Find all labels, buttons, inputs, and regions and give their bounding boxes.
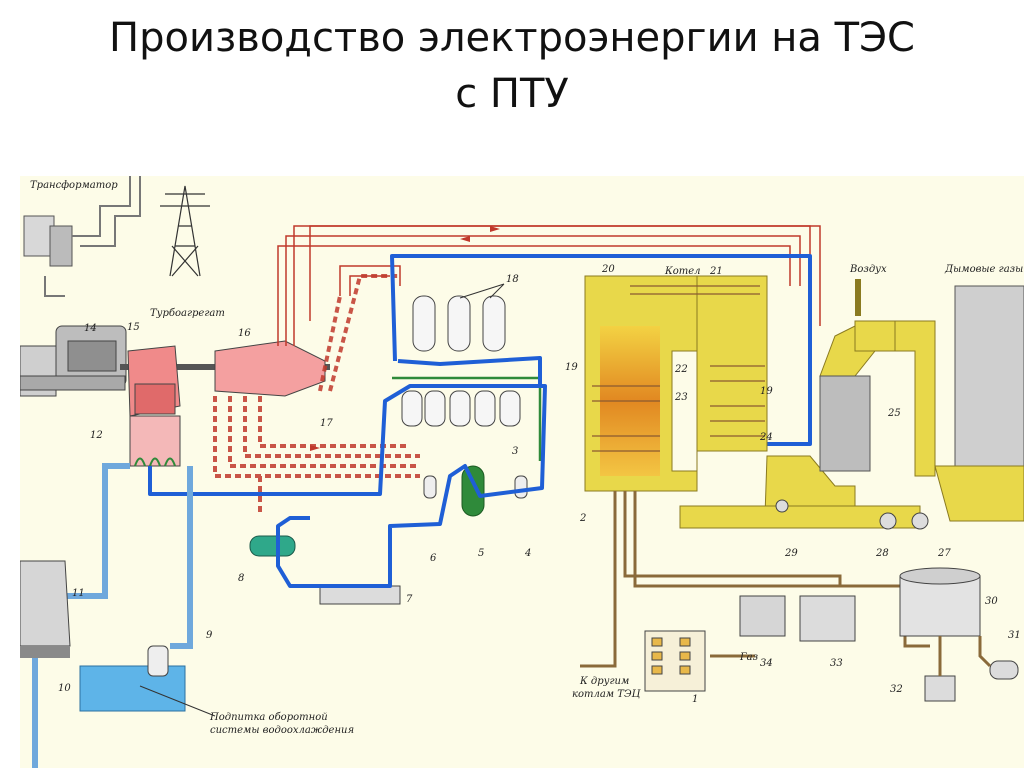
tpp-schematic: Трансформатор 14 Турбоагрегат 15 16 12 <box>20 176 1024 768</box>
label-5: 5 <box>478 548 484 559</box>
label-15: 15 <box>127 322 140 333</box>
fuel-pump-31 <box>989 660 1019 680</box>
label-29: 29 <box>784 548 798 559</box>
fuel-tank-30 <box>899 567 981 637</box>
other-boilers-label-2: котлам ТЭЦ <box>572 689 642 700</box>
fuel-pump-32 <box>924 675 956 702</box>
transformer-group: Трансформатор <box>23 176 141 267</box>
flue-gases-label: Дымовые газы <box>944 264 1023 275</box>
label-33: 33 <box>830 658 843 669</box>
lp-turbine <box>214 340 326 397</box>
label-27: 27 <box>937 548 951 559</box>
label-21: 21 <box>709 266 723 277</box>
transformer-core <box>49 225 73 267</box>
smoke-exhauster <box>911 512 929 530</box>
label-16: 16 <box>238 328 251 339</box>
pump-4 <box>514 475 528 499</box>
label-7: 7 <box>406 594 413 605</box>
label-25: 25 <box>887 408 901 419</box>
flow-arrows-red <box>310 226 500 451</box>
fuel-tank-33 <box>799 595 856 642</box>
label-17: 17 <box>320 418 333 429</box>
makeup-label-2: системы водоохлаждения <box>210 725 354 736</box>
cooling-basin <box>79 665 186 712</box>
boiler-inner <box>671 350 698 472</box>
pump-6 <box>423 475 437 499</box>
label-19b: 19 <box>760 386 773 397</box>
deaerator <box>461 465 485 517</box>
label-24: 24 <box>759 432 773 443</box>
transformer-body <box>23 215 55 257</box>
label-11: 11 <box>72 588 85 599</box>
fan-28 <box>879 512 897 530</box>
label-12: 12 <box>90 430 103 441</box>
hp-heaters <box>412 295 506 352</box>
label-32: 32 <box>890 684 903 695</box>
label-4: 4 <box>524 548 531 559</box>
label-1: 1 <box>692 694 698 705</box>
title-line-2: с ПТУ <box>455 71 569 117</box>
gas-ducts <box>679 320 936 529</box>
label-22: 22 <box>674 364 688 375</box>
slide-title: Производство электроэнергии на ТЭС с ПТУ <box>0 10 1024 122</box>
label-28: 28 <box>875 548 889 559</box>
label-34: 34 <box>760 658 773 669</box>
steam-lines-dashed <box>213 274 420 516</box>
title-line-1: Производство электроэнергии на ТЭС <box>109 15 915 61</box>
generator-outlet <box>44 276 65 297</box>
circulation-pump <box>147 645 169 677</box>
label-3a: 3 <box>512 446 518 457</box>
power-pylon <box>160 185 210 277</box>
cooling-tower <box>20 560 71 658</box>
convective-shaft <box>696 275 768 452</box>
feed-water-line <box>148 254 812 588</box>
gas-label: Газ <box>739 652 758 663</box>
turbine-unit-label: Турбоагрегат <box>150 308 225 319</box>
makeup-label-1: Подпитка оборотной <box>209 712 328 723</box>
label-8: 8 <box>238 573 244 584</box>
boiler <box>584 275 768 492</box>
turbine <box>127 340 326 417</box>
label-19a: 19 <box>565 362 578 373</box>
lp-heaters <box>401 390 521 427</box>
air-label: Воздух <box>849 264 887 275</box>
condensate-pump <box>249 535 296 557</box>
fuel-oil-heater <box>739 595 786 637</box>
label-18: 18 <box>506 274 519 285</box>
label-10: 10 <box>58 683 71 694</box>
label-14: 14 <box>84 323 97 334</box>
gas-distribution <box>644 630 706 692</box>
boiler-label: Котел <box>664 266 701 277</box>
makeup-pointer <box>139 685 216 717</box>
label-23: 23 <box>674 392 688 403</box>
condenser <box>129 415 181 467</box>
label-9: 9 <box>206 630 213 641</box>
fuel-pipe-return <box>938 636 992 676</box>
generator <box>20 325 127 397</box>
transformer-bus <box>72 176 141 247</box>
label-20: 20 <box>601 264 615 275</box>
fan-29 <box>775 499 789 513</box>
label-2: 2 <box>579 513 586 524</box>
chimney <box>934 285 1024 522</box>
air-heater <box>819 375 871 472</box>
transformer-label: Трансформатор <box>30 180 118 191</box>
label-30: 30 <box>985 596 998 607</box>
pointer-18 <box>459 283 505 299</box>
label-6: 6 <box>430 553 437 564</box>
steam-lines <box>277 225 821 346</box>
feed-pump <box>319 585 401 605</box>
label-31: 31 <box>1008 630 1021 641</box>
other-boilers-label-1: К другим <box>579 676 629 687</box>
